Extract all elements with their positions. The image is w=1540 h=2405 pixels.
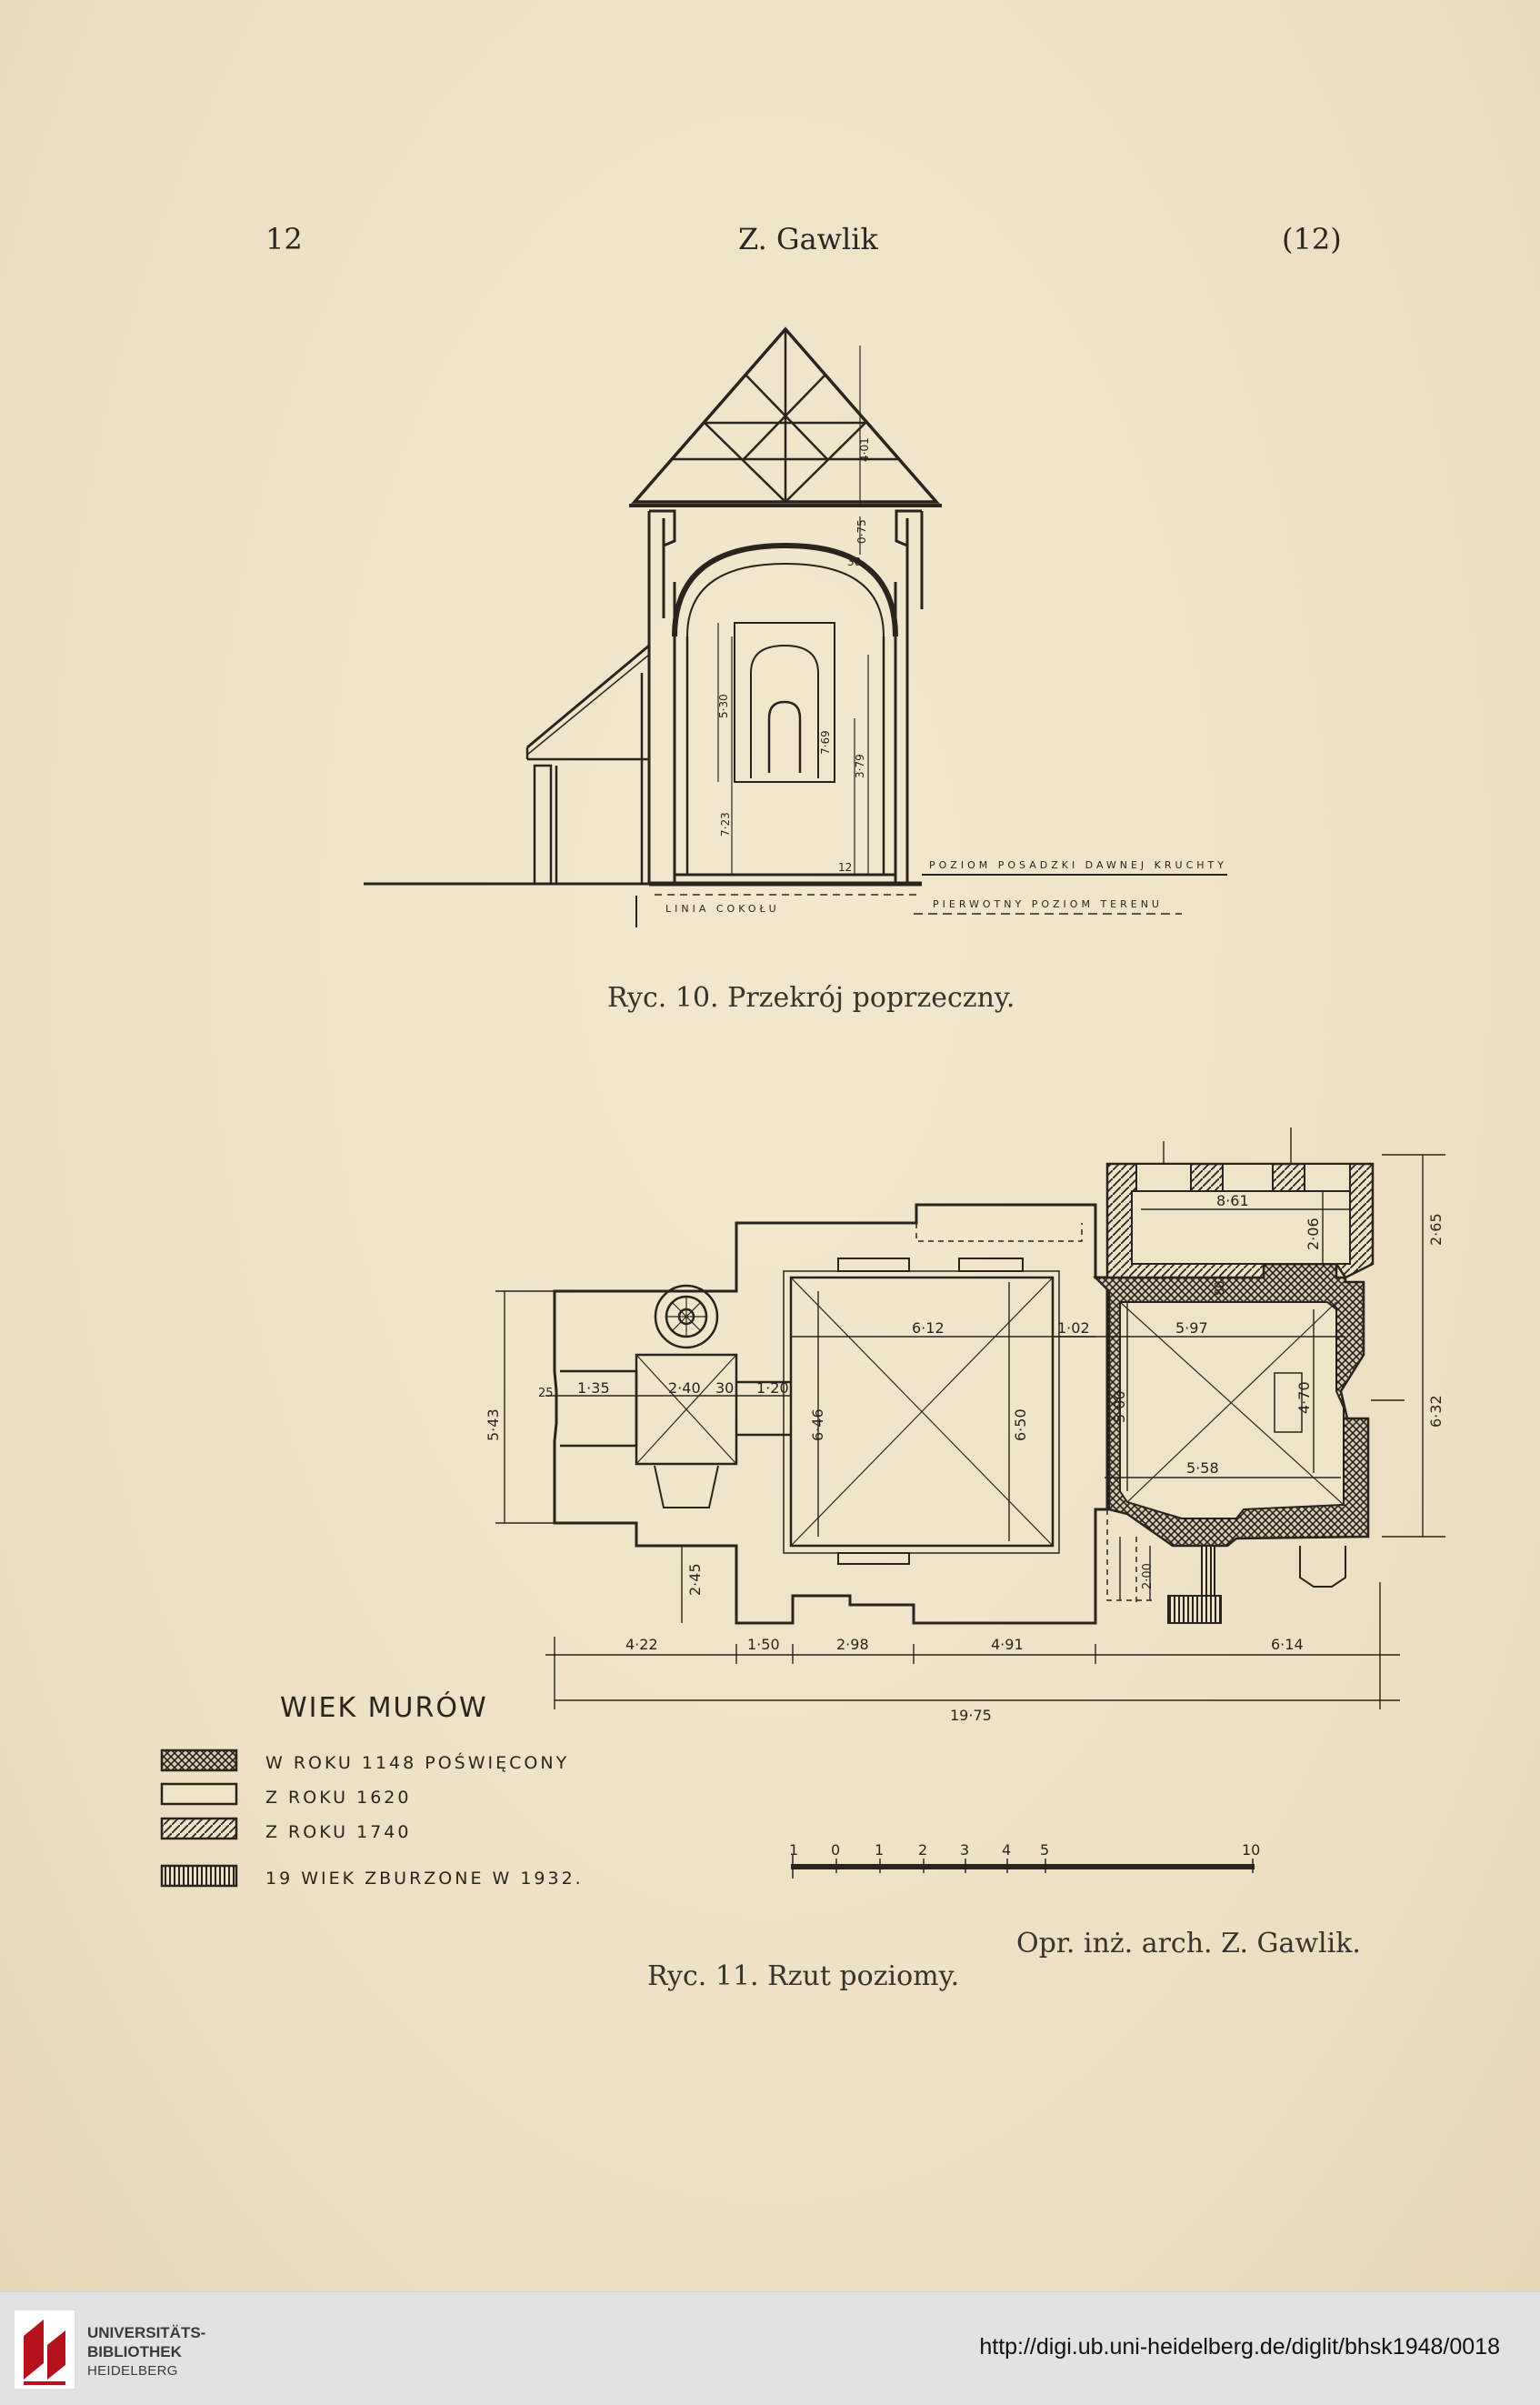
dim-1-02: 1·02 bbox=[1057, 1319, 1090, 1337]
scale-label-2: 2 bbox=[918, 1841, 927, 1859]
dim-2-00: 2·00 bbox=[1141, 1563, 1155, 1589]
dim-4-22: 4·22 bbox=[625, 1636, 658, 1653]
dim-4-01: 4·01 bbox=[858, 437, 871, 462]
dim-5-43: 5·43 bbox=[485, 1408, 502, 1441]
scale-label-4: 4 bbox=[1002, 1841, 1011, 1859]
page-number-left: 12 bbox=[265, 222, 303, 256]
legend-title: WIEK MURÓW bbox=[280, 1690, 488, 1724]
permalink-url[interactable]: http://digi.ub.uni-heidelberg.de/diglit/… bbox=[979, 2334, 1500, 2360]
dim-19-75: 19·75 bbox=[950, 1707, 992, 1724]
architectural-drawings: 4·01 0·75 30 5·30 7·69 7·23 3·79 12 POZI… bbox=[160, 326, 1445, 1889]
dim-0-75: 0·75 bbox=[855, 519, 868, 544]
page-number-right: (12) bbox=[1282, 222, 1342, 256]
legend-label-19th-century: 19 WIEK ZBURZONE W 1932. bbox=[265, 1869, 584, 1889]
dim-30-plan: 30 bbox=[715, 1379, 734, 1397]
label-original-ground: PIERWOTNY POZIOM TERENU bbox=[933, 898, 1163, 910]
scale-bar-rule bbox=[791, 1864, 1255, 1869]
dim-80: 80 bbox=[1214, 1280, 1227, 1296]
figure-10-cross-section bbox=[364, 326, 1227, 927]
legend-swatch-1148 bbox=[160, 1749, 238, 1772]
scale-label-10: 10 bbox=[1242, 1841, 1260, 1859]
dim-6-14: 6·14 bbox=[1271, 1636, 1304, 1653]
legend-swatch-1620 bbox=[160, 1782, 238, 1806]
dim-2-98: 2·98 bbox=[836, 1636, 869, 1653]
dim-4-70: 4·70 bbox=[1295, 1381, 1313, 1414]
dim-8-61: 8·61 bbox=[1216, 1192, 1249, 1209]
legend-swatch-1740 bbox=[160, 1817, 238, 1840]
dim-3-79: 3·79 bbox=[854, 754, 866, 778]
dim-7-69: 7·69 bbox=[819, 730, 832, 755]
library-name: UNIVERSITÄTS- BIBLIOTHEK HEIDELBERG bbox=[87, 2323, 305, 2380]
figure-11-caption: Ryc. 11. Rzut poziomy. bbox=[647, 1960, 960, 1992]
porch-section bbox=[525, 644, 650, 886]
dim-2-40: 2·40 bbox=[668, 1379, 701, 1397]
figure-10-level-labels: POZIOM POSADZKI DAWNEJ KRUCHTY LINIA COK… bbox=[665, 859, 1227, 915]
figure-10-caption: Ryc. 10. Przekrój poprzeczny. bbox=[607, 982, 1015, 1014]
dim-2-45: 2·45 bbox=[686, 1563, 704, 1596]
digitization-footer: UNIVERSITÄTS- BIBLIOTHEK HEIDELBERG http… bbox=[0, 2291, 1540, 2405]
dim-6-12: 6·12 bbox=[912, 1319, 945, 1337]
scale-label-1-left: 1 bbox=[789, 1841, 798, 1859]
running-title: Z. Gawlik bbox=[738, 222, 878, 256]
dim-5-30: 5·30 bbox=[717, 694, 730, 718]
scale-label-5: 5 bbox=[1040, 1841, 1049, 1859]
dim-12: 12 bbox=[838, 861, 852, 874]
library-name-line-1: UNIVERSITÄTS- bbox=[87, 2324, 206, 2341]
library-name-line-2: BIBLIOTHEK bbox=[87, 2343, 182, 2360]
library-name-line-3: HEIDELBERG bbox=[87, 2363, 178, 2379]
scanned-page bbox=[0, 0, 1540, 2291]
legend-label-1620: Z ROKU 1620 bbox=[265, 1788, 411, 1808]
label-plinth-line: LINIA COKOŁU bbox=[665, 903, 780, 915]
dim-2-06: 2·06 bbox=[1305, 1218, 1322, 1250]
dim-25: 25 bbox=[538, 1387, 554, 1400]
figure-11-floor-plan bbox=[553, 1162, 1375, 1625]
wall-age-legend: WIEK MURÓW W ROKU 1148 POŚWIĘCONY Z ROKU… bbox=[160, 1690, 584, 1889]
legend-label-1740: Z ROKU 1740 bbox=[265, 1822, 411, 1842]
label-upper-level: POZIOM POSADZKI DAWNEJ KRUCHTY bbox=[929, 859, 1227, 871]
dim-5-97: 5·97 bbox=[1175, 1319, 1208, 1337]
figure-11-dimension-lines bbox=[495, 1127, 1445, 1709]
dim-1-50: 1·50 bbox=[747, 1636, 780, 1653]
drawing-credit: Opr. inż. arch. Z. Gawlik. bbox=[1016, 1928, 1361, 1959]
scale-label-0: 0 bbox=[831, 1841, 840, 1859]
legend-swatch-19th-century bbox=[160, 1864, 238, 1888]
dim-2-65: 2·65 bbox=[1427, 1213, 1445, 1246]
scale-label-3: 3 bbox=[960, 1841, 969, 1859]
roof-truss bbox=[629, 326, 942, 507]
figure-11-dimension-labels: 4·22 1·50 2·98 4·91 6·14 19·75 5·43 2·45… bbox=[485, 1192, 1445, 1724]
dim-7-23: 7·23 bbox=[719, 812, 732, 837]
figure-10-dimension-labels: 4·01 0·75 30 5·30 7·69 7·23 3·79 12 bbox=[717, 437, 871, 874]
legend-label-1148: W ROKU 1148 POŚWIĘCONY bbox=[265, 1751, 569, 1773]
dim-1-20: 1·20 bbox=[756, 1379, 789, 1397]
section-walls bbox=[647, 509, 924, 887]
dim-30: 30 bbox=[847, 556, 861, 568]
dim-6-32: 6·32 bbox=[1427, 1395, 1445, 1428]
dim-6-50: 6·50 bbox=[1012, 1408, 1029, 1441]
dim-4-91: 4·91 bbox=[991, 1636, 1024, 1653]
dim-6-46: 6·46 bbox=[809, 1408, 826, 1441]
scale-bar: 1 0 1 2 3 4 5 10 bbox=[789, 1841, 1260, 1879]
dim-5-58: 5·58 bbox=[1186, 1459, 1219, 1477]
dim-1-35: 1·35 bbox=[577, 1379, 610, 1397]
university-library-logo-icon bbox=[15, 2310, 75, 2389]
scale-label-1: 1 bbox=[875, 1841, 884, 1859]
dim-5-00: 5·00 bbox=[1111, 1390, 1128, 1423]
